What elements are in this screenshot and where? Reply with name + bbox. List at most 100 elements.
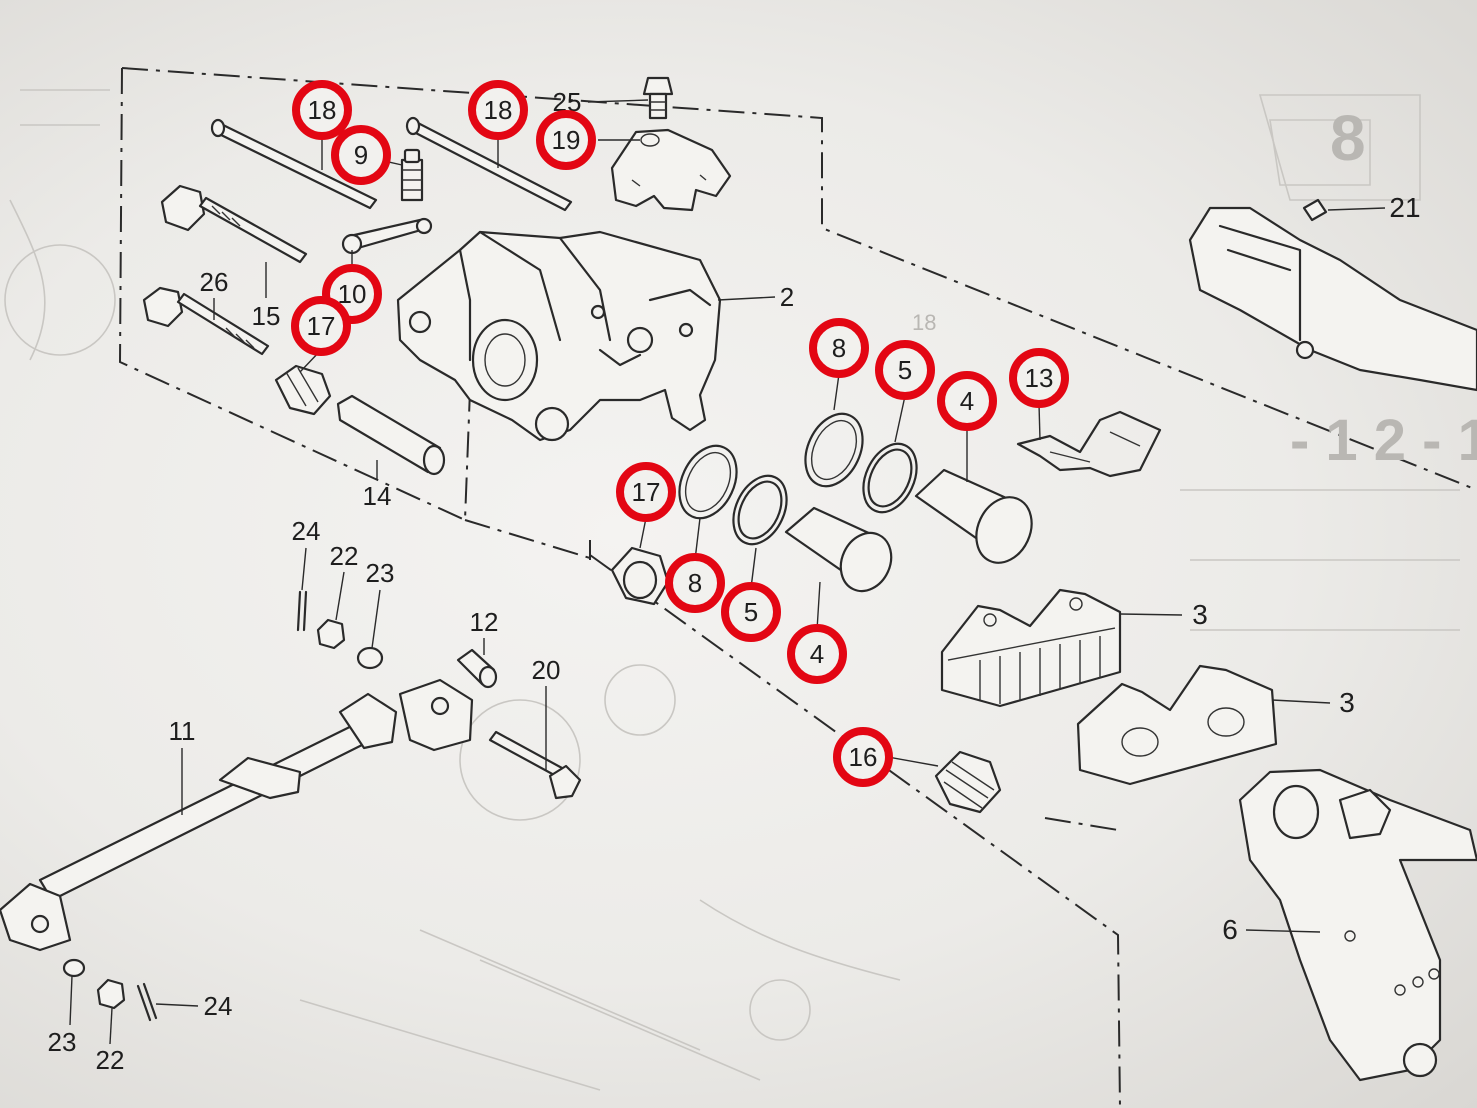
pad-spring-13 xyxy=(1016,410,1162,478)
part-number: 10 xyxy=(338,279,367,309)
part-number: 3 xyxy=(1192,599,1208,630)
part-label-9: 9 xyxy=(331,125,391,185)
background-mark: 8 xyxy=(1330,102,1366,174)
highlight-ring xyxy=(665,553,725,613)
pin-10 xyxy=(341,217,433,255)
highlight-ring xyxy=(331,125,391,185)
part-number: 5 xyxy=(744,597,758,627)
seal-5-upper xyxy=(862,442,918,514)
highlight-ring xyxy=(616,462,676,522)
part-label-17: 17 xyxy=(291,296,351,356)
boot-17-lower xyxy=(610,546,670,606)
part-label-6: 6 xyxy=(1222,914,1238,945)
caliper-bracket-6 xyxy=(1238,768,1477,1082)
boot-17-upper xyxy=(274,364,332,416)
part-label-11: 11 xyxy=(169,716,196,746)
highlight-ring xyxy=(833,727,893,787)
torque-rod-11 xyxy=(0,678,474,952)
part-label-3: 3 xyxy=(1339,687,1355,718)
collar-12 xyxy=(456,648,498,689)
part-number: 26 xyxy=(200,267,229,297)
part-number: 22 xyxy=(330,541,359,571)
part-number: 6 xyxy=(1222,914,1238,945)
part-label-23: 23 xyxy=(366,558,395,588)
bolt-20 xyxy=(488,730,582,800)
part-number: 23 xyxy=(48,1027,77,1057)
highlight-ring xyxy=(809,318,869,378)
washer-23-lower xyxy=(62,958,86,978)
bolt-25 xyxy=(642,76,674,120)
caliper-body xyxy=(396,230,722,442)
nut-22-upper xyxy=(316,618,346,650)
part-label-4: 4 xyxy=(787,624,847,684)
part-label-4: 4 xyxy=(937,371,997,431)
part-number: 22 xyxy=(96,1045,125,1075)
guide-pin-right xyxy=(405,116,573,212)
highlight-ring xyxy=(291,296,351,356)
washer-23-upper xyxy=(356,646,384,670)
highlight-ring xyxy=(937,371,997,431)
part-number: 24 xyxy=(204,991,233,1021)
piston-4-lower xyxy=(784,506,893,593)
seal-8-lower xyxy=(678,444,738,520)
seal-5-lower xyxy=(732,474,788,546)
background-marks: 8- 1 2 - 118 xyxy=(912,102,1477,473)
part-label-24: 24 xyxy=(204,991,233,1021)
part-number: 17 xyxy=(307,311,336,341)
bolt-15 xyxy=(160,184,308,264)
part-number: 5 xyxy=(898,355,912,385)
part-number: 13 xyxy=(1025,363,1054,393)
highlight-ring xyxy=(1009,348,1069,408)
highlight-ring xyxy=(468,80,528,140)
part-number: 8 xyxy=(688,568,702,598)
plug-16 xyxy=(934,750,1002,814)
part-number: 20 xyxy=(532,655,561,685)
part-label-5: 5 xyxy=(875,340,935,400)
part-number: 15 xyxy=(252,301,281,331)
cotter-pin-24-upper xyxy=(296,590,308,632)
part-number: 2 xyxy=(780,282,794,312)
part-label-18: 18 xyxy=(292,80,352,140)
part-label-22: 22 xyxy=(96,1045,125,1075)
part-label-17: 17 xyxy=(616,462,676,522)
highlight-ring xyxy=(787,624,847,684)
part-label-12: 12 xyxy=(470,607,499,637)
background-print-through xyxy=(4,89,1460,1091)
part-number: 4 xyxy=(960,386,974,416)
brake-pad-lower xyxy=(1076,664,1278,786)
part-label-15: 15 xyxy=(252,301,281,331)
part-number: 4 xyxy=(810,639,824,669)
part-label-26: 26 xyxy=(200,267,229,297)
part-label-13: 13 xyxy=(1009,348,1069,408)
part-label-18: 18 xyxy=(468,80,528,140)
bleeder-screw xyxy=(400,148,424,202)
dashed-group-outline xyxy=(118,67,1477,1108)
hanger-21 xyxy=(1188,198,1477,392)
brake-pad-upper xyxy=(940,588,1122,708)
part-number: 9 xyxy=(354,140,368,170)
part-number: 18 xyxy=(484,95,513,125)
part-label-22: 22 xyxy=(330,541,359,571)
part-label-21: 21 xyxy=(1389,192,1420,223)
bolt-26 xyxy=(142,286,270,356)
part-label-23: 23 xyxy=(48,1027,77,1057)
part-number: 24 xyxy=(292,516,321,546)
highlight-ring xyxy=(292,80,352,140)
part-number: 3 xyxy=(1339,687,1355,718)
part-number: 17 xyxy=(632,477,661,507)
highlight-ring xyxy=(721,582,781,642)
background-mark: - 1 2 - 1 xyxy=(1290,408,1477,473)
part-label-8: 8 xyxy=(665,553,725,613)
piston-4-upper xyxy=(914,468,1033,564)
part-label-14: 14 xyxy=(363,481,392,511)
part-label-5: 5 xyxy=(721,582,781,642)
seal-8-upper xyxy=(804,412,864,488)
part-label-19: 19 xyxy=(536,110,596,170)
part-number: 14 xyxy=(363,481,392,511)
leader-lines xyxy=(69,99,1386,1045)
cotter-pin-24-lower xyxy=(136,982,158,1022)
part-number: 21 xyxy=(1389,192,1420,223)
highlight-ring xyxy=(875,340,935,400)
